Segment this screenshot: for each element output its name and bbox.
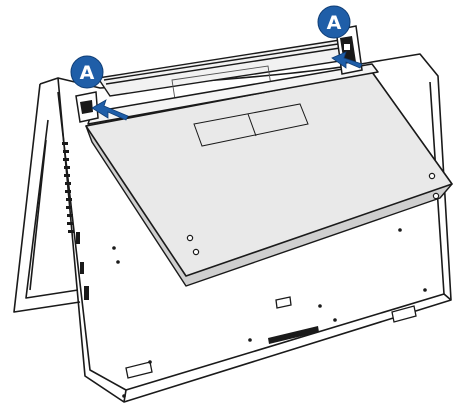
lid-screen [29,139,47,291]
hdmi-port [84,286,89,300]
foot-center [275,296,292,309]
usb-port [80,262,84,274]
lid-outline [13,83,81,313]
vent-slots [103,43,341,85]
arrow-left [91,99,129,121]
port-slot [64,166,70,169]
callout-label-left: A [80,62,95,84]
port-slot [67,214,73,217]
port-slot [66,206,72,209]
rubber-feet [125,296,417,379]
callout-label-right: A [327,12,342,34]
base-vent [268,326,319,344]
usb-port [76,232,80,244]
callout-left: A [70,55,104,89]
port-slot [62,142,68,145]
arrow-right [331,51,363,69]
foot-front-right [391,305,417,323]
port-slot [63,150,69,153]
foot-front-left [125,361,153,379]
lid-inner [25,119,79,299]
base-right-edge [443,293,452,301]
callout-right: A [317,5,351,39]
display-lid [13,83,81,313]
bottom-cover-panel [85,63,453,287]
hinge-latch-left [75,91,99,123]
port-slot [65,190,71,193]
port-slot [65,182,71,185]
side-ports [62,142,89,300]
port-slot [67,222,73,225]
cover-top-face [85,71,453,277]
cover-label-recess [193,103,309,147]
port-slot [63,158,69,161]
port-slot [66,198,72,201]
cover-screws [186,172,440,256]
port-slot [68,230,74,233]
port-slot [64,174,70,177]
base-screws [112,228,427,398]
